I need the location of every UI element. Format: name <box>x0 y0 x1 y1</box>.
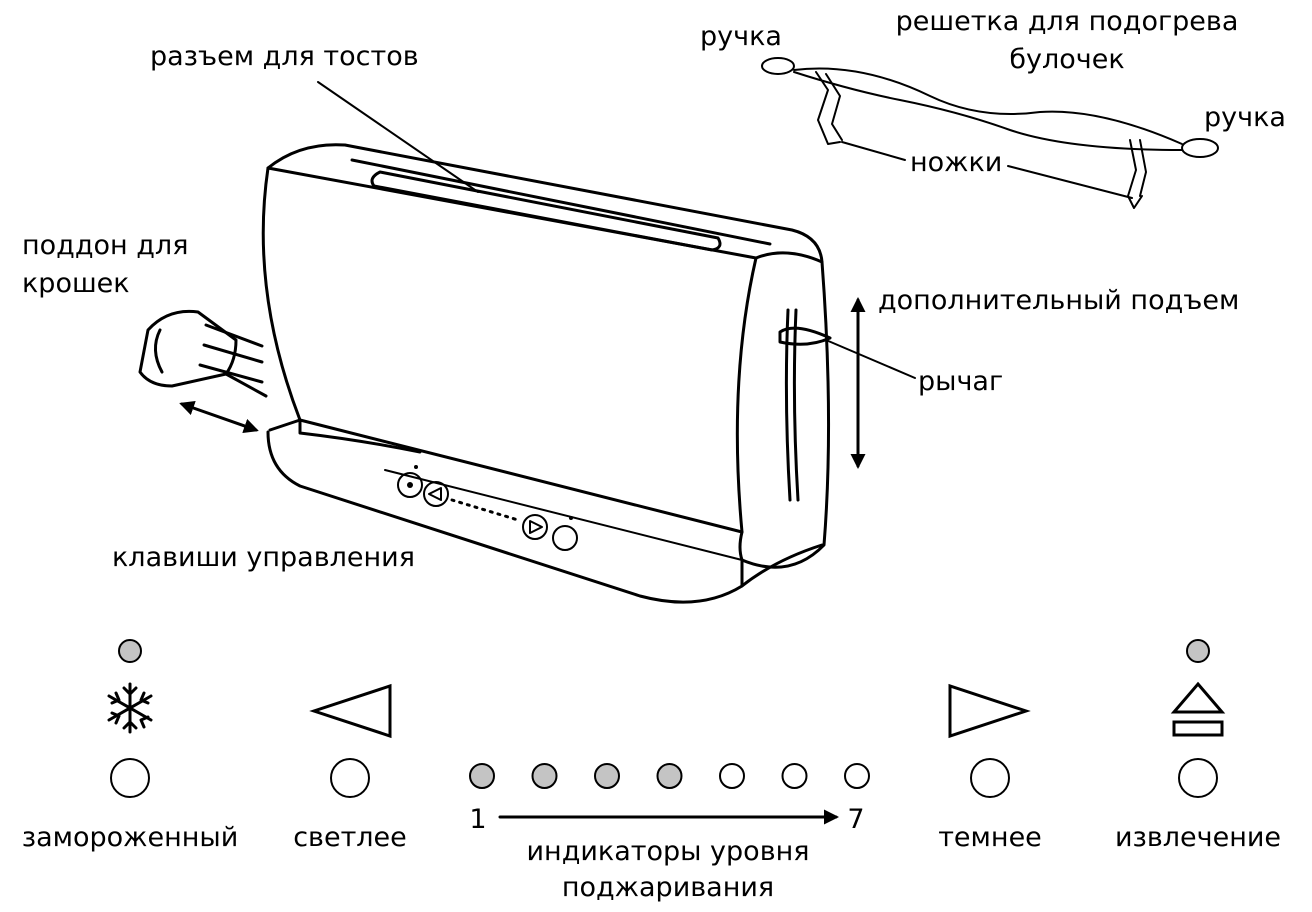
browning-indicator-led <box>594 763 620 789</box>
triangle-left-icon <box>309 683 392 739</box>
lighter-button[interactable] <box>330 758 370 798</box>
toast-slot-label: разъем для тостов <box>150 41 419 72</box>
browning-indicator-led <box>656 763 683 789</box>
handle-left-label: ручка <box>700 21 782 52</box>
darker-button[interactable] <box>970 758 1010 798</box>
control-keys-label: клавиши управления <box>112 542 415 573</box>
browning-indicator-led <box>844 763 870 789</box>
bun-rack-label-line1: решетка для подогрева <box>896 6 1239 37</box>
eject-icon <box>1170 681 1226 737</box>
bun-rack-illustration <box>761 57 1219 209</box>
legs-label: ножки <box>910 147 1002 178</box>
toaster-illustration <box>138 81 916 604</box>
browning-indicator-led <box>469 763 495 789</box>
lever-label: рычаг <box>918 366 1003 397</box>
frozen-button[interactable] <box>110 758 150 798</box>
lighter-label: светлее <box>293 822 407 853</box>
browning-indicator-led <box>531 763 558 789</box>
browning-indicator-led <box>781 763 808 789</box>
triangle-right-icon <box>948 683 1031 739</box>
browning-level-indicators <box>469 763 870 789</box>
eject-indicator-led <box>1186 639 1210 663</box>
frozen-label: замороженный <box>22 822 239 853</box>
browning-indicator-led <box>719 763 745 789</box>
indicators-title-line2: поджаривания <box>562 872 774 903</box>
extra-lift-label: дополнительный подъем <box>878 285 1239 316</box>
darker-label: темнее <box>938 822 1042 853</box>
crumb-tray-label-line1: поддон для <box>22 230 188 261</box>
scale-max-label: 7 <box>847 804 864 835</box>
control-panel: замороженный светлее 1 7 индикаторы уров… <box>22 639 1281 903</box>
scale-min-label: 1 <box>469 804 486 835</box>
frozen-indicator-led <box>118 639 142 663</box>
snowflake-icon <box>107 682 153 734</box>
eject-button[interactable] <box>1178 758 1218 798</box>
eject-label: извлечение <box>1115 822 1281 853</box>
handle-right-label: ручка <box>1204 102 1286 133</box>
indicators-title-line1: индикаторы уровня <box>527 836 810 867</box>
crumb-tray-label-line2: крошек <box>22 268 130 299</box>
bun-rack-label-line2: булочек <box>1009 44 1124 75</box>
